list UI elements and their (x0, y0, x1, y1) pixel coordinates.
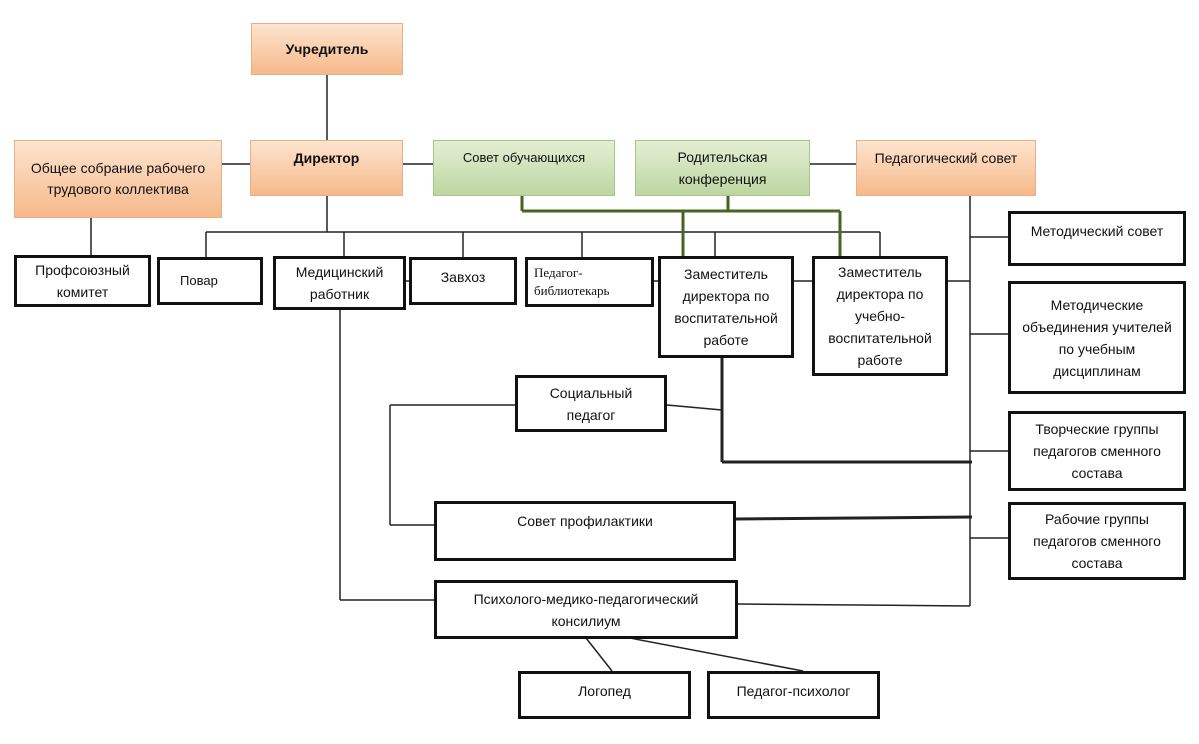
parent-conference-label: Родительская конференция (677, 149, 768, 187)
student-council-box[interactable]: Совет обучающихся (433, 140, 615, 196)
creative-groups-label: Творческие группы педагогов сменного сос… (1033, 421, 1161, 481)
general-meeting-box[interactable]: Общее собрание рабочего трудового коллек… (14, 140, 222, 218)
student-council-label: Совет обучающихся (462, 150, 586, 165)
general-meeting-label: Общее собрание рабочего трудового коллек… (30, 160, 206, 197)
founder-box[interactable]: Учредитель (251, 23, 403, 75)
speech-therapist-box[interactable]: Логопед (518, 671, 691, 719)
librarian-box[interactable]: Педагог-библиотекарь (525, 257, 654, 307)
social-pedagogue-box[interactable]: Социальный педагог (515, 375, 667, 432)
medical-box[interactable]: Медицинский работник (273, 256, 406, 310)
pmpk-box[interactable]: Психолого-медико-педагогический консилиу… (434, 580, 738, 639)
parent-conference-box[interactable]: Родительская конференция (635, 140, 810, 196)
librarian-label: Педагог-библиотекарь (534, 265, 610, 298)
medical-label: Медицинский работник (295, 264, 384, 302)
psychologist-box[interactable]: Педагог-психолог (707, 671, 880, 719)
pmpk-label: Психолого-медико-педагогический консилиу… (473, 590, 699, 629)
deputy-upbringing-box[interactable]: Заместитель директора по воспитательной … (658, 256, 794, 358)
working-groups-label: Рабочие группы педагогов сменного состав… (1033, 511, 1161, 571)
psychologist-label: Педагог-психолог (736, 683, 851, 699)
deputy-academic-label: Заместитель директора по учебно-воспитат… (828, 264, 932, 368)
ped-council-label: Педагогический совет (874, 150, 1018, 166)
founder-label: Учредитель (285, 41, 369, 57)
trade-union-label: Профсоюзный комитет (35, 262, 130, 300)
method-associations-label: Методические объединения учителей по уче… (1022, 296, 1172, 379)
director-label: Директор (293, 150, 360, 166)
method-council-label: Методический совет (1030, 223, 1164, 239)
social-pedagogue-label: Социальный педагог (549, 384, 633, 423)
creative-groups-box[interactable]: Творческие группы педагогов сменного сос… (1008, 411, 1186, 491)
connector-thick (734, 515, 973, 521)
deputy-upbringing-label: Заместитель директора по воспитательной … (674, 266, 778, 348)
deputy-academic-box[interactable]: Заместитель директора по учебно-воспитат… (812, 256, 948, 376)
connector (585, 637, 613, 672)
connector (666, 404, 723, 411)
connector (737, 603, 971, 607)
working-groups-box[interactable]: Рабочие группы педагогов сменного состав… (1008, 502, 1186, 580)
cook-box[interactable]: Повар (157, 257, 263, 305)
connector (629, 637, 804, 672)
supply-manager-label: Завхоз (440, 269, 486, 285)
cook-label: Повар (180, 273, 218, 288)
prevention-council-box[interactable]: Совет профилактики (434, 501, 736, 561)
speech-therapist-label: Логопед (578, 683, 631, 699)
director-box[interactable]: Директор (250, 140, 403, 196)
trade-union-box[interactable]: Профсоюзный комитет (14, 255, 151, 307)
ped-council-box[interactable]: Педагогический совет (856, 140, 1036, 196)
supply-manager-box[interactable]: Завхоз (409, 257, 517, 305)
method-associations-box[interactable]: Методические объединения учителей по уче… (1008, 281, 1186, 394)
prevention-council-label: Совет профилактики (517, 513, 653, 529)
method-council-box[interactable]: Методический совет (1008, 211, 1186, 266)
